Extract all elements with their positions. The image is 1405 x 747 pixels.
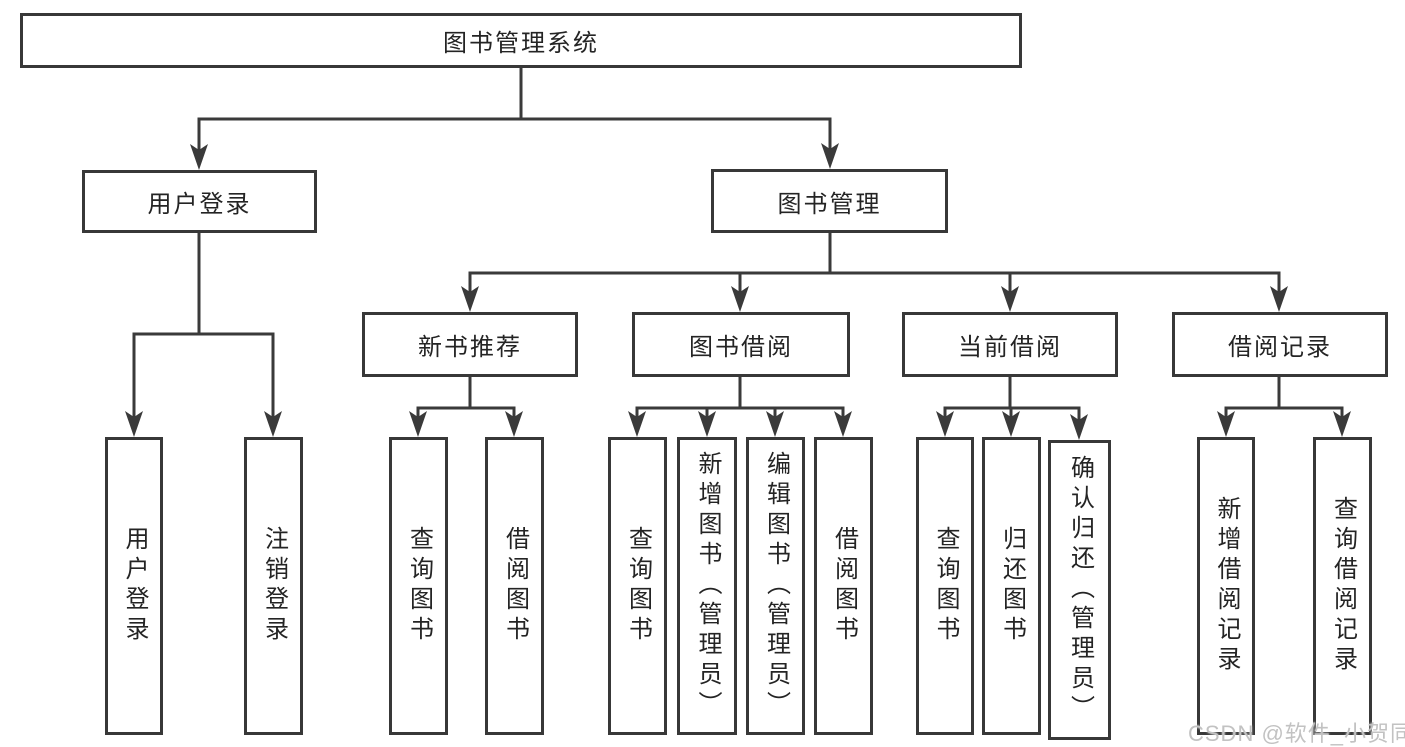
- node-book-management-label: 图书管理: [777, 190, 882, 218]
- leaf-logout-label: 注销登录: [260, 526, 288, 646]
- leaf-recommend-query-book: 查询图书: [389, 437, 448, 735]
- node-book-borrow: 图书借阅: [632, 312, 850, 377]
- leaf-borrow-query-book: 查询图书: [608, 437, 667, 735]
- leaf-logout: 注销登录: [244, 437, 303, 735]
- node-new-book-recommend-label: 新书推荐: [418, 334, 522, 361]
- node-borrow-records: 借阅记录: [1172, 312, 1388, 377]
- node-user-login-label: 用户登录: [147, 191, 252, 218]
- leaf-confirm-return-admin-label: 确认归还（管理员）: [1066, 455, 1094, 725]
- leaf-user-login: 用户登录: [105, 437, 163, 735]
- connector-current-borrow-children: [936, 375, 1088, 440]
- leaf-borrow-book-label: 借阅图书: [830, 526, 858, 646]
- node-library-system: 图书管理系统: [20, 13, 1022, 68]
- leaf-add-book-admin-label: 新增图书（管理员）: [694, 451, 721, 721]
- connector-root-to-level2: [190, 66, 839, 170]
- leaf-add-borrow-record: 新增借阅记录: [1197, 437, 1255, 735]
- node-book-borrow-label: 图书借阅: [689, 334, 793, 361]
- node-current-borrow-label: 当前借阅: [958, 334, 1062, 361]
- leaf-query-borrow-record-label: 查询借阅记录: [1329, 496, 1357, 676]
- leaf-borrow-query-book-label: 查询图书: [624, 526, 652, 646]
- leaf-current-query-book-label: 查询图书: [932, 526, 959, 646]
- leaf-recommend-query-book-label: 查询图书: [405, 526, 433, 646]
- leaf-query-borrow-record: 查询借阅记录: [1313, 437, 1372, 735]
- connector-book-borrow-children: [628, 375, 852, 437]
- leaf-recommend-borrow-book: 借阅图书: [485, 437, 544, 735]
- leaf-return-book-label: 归还图书: [998, 526, 1026, 646]
- leaf-edit-book-admin: 编辑图书（管理员）: [746, 437, 805, 735]
- node-borrow-records-label: 借阅记录: [1228, 334, 1332, 361]
- leaf-add-borrow-record-label: 新增借阅记录: [1213, 496, 1240, 676]
- node-library-system-label: 图书管理系统: [443, 30, 599, 57]
- node-new-book-recommend: 新书推荐: [362, 312, 578, 377]
- leaf-add-book-admin: 新增图书（管理员）: [677, 437, 737, 735]
- node-user-login: 用户登录: [82, 170, 317, 233]
- leaf-borrow-book: 借阅图书: [814, 437, 873, 735]
- leaf-edit-book-admin-label: 编辑图书（管理员）: [762, 451, 790, 721]
- connector-book-management-children: [461, 231, 1288, 312]
- leaf-return-book: 归还图书: [982, 437, 1041, 735]
- connector-borrow-record-children: [1217, 375, 1351, 437]
- csdn-watermark: CSDN @软件_小贺同学: [1188, 721, 1405, 746]
- leaf-recommend-borrow-book-label: 借阅图书: [501, 526, 529, 646]
- leaf-confirm-return-admin: 确认归还（管理员）: [1048, 440, 1111, 740]
- leaf-current-query-book: 查询图书: [916, 437, 974, 735]
- node-book-management: 图书管理: [711, 169, 948, 233]
- node-current-borrow: 当前借阅: [902, 312, 1118, 377]
- leaf-user-login-label: 用户登录: [121, 526, 148, 646]
- connector-new-book-children: [409, 375, 523, 437]
- connector-user-login-children: [125, 231, 282, 437]
